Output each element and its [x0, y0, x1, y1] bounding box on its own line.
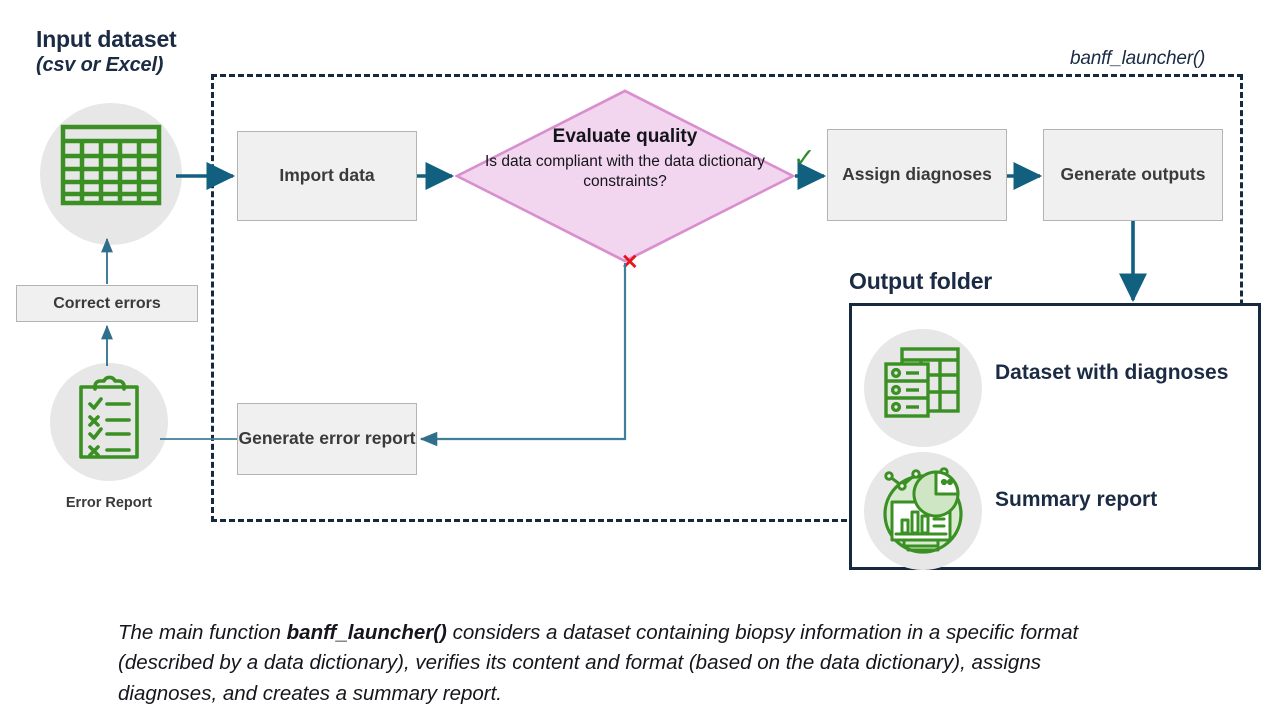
- table-grid-icon: [60, 124, 162, 206]
- decision-text-block: Evaluate quality Is data compliant with …: [479, 126, 771, 192]
- dataset-table-icon: [884, 347, 960, 418]
- error-report-circle: [50, 363, 168, 481]
- dataset-with-diagnoses-label: Dataset with diagnoses: [995, 361, 1229, 384]
- assign-diagnoses-node[interactable]: Assign diagnoses: [827, 129, 1007, 221]
- no-cross-icon: ✕: [621, 251, 639, 274]
- input-dataset-circle: [40, 103, 182, 245]
- yes-check-icon: ✓: [793, 143, 816, 173]
- dataset-with-diagnoses-circle: [864, 329, 982, 447]
- decision-question: Is data compliant with the data dictiona…: [484, 153, 765, 190]
- caption-lead: The main function: [118, 621, 287, 644]
- summary-chart-icon: [883, 467, 963, 554]
- import-data-node[interactable]: Import data: [237, 131, 417, 221]
- caption-rest: considers a dataset containing biopsy in…: [118, 621, 1079, 705]
- generate-error-report-node[interactable]: Generate error report: [237, 403, 417, 475]
- caption-function-name: banff_launcher(): [286, 621, 447, 644]
- figure-caption: The main function banff_launcher() consi…: [118, 618, 1128, 709]
- error-report-label: Error Report: [65, 495, 153, 511]
- decision-title: Evaluate quality: [552, 126, 698, 147]
- summary-report-circle: [864, 452, 982, 570]
- generate-outputs-node[interactable]: Generate outputs: [1043, 129, 1223, 221]
- summary-report-label: Summary report: [995, 488, 1158, 511]
- input-dataset-subtitle: (csv or Excel): [36, 54, 164, 76]
- banff-launcher-boundary: [211, 74, 1243, 522]
- clipboard-checklist-icon: [79, 375, 139, 459]
- evaluate-quality-decision[interactable]: Evaluate quality Is data compliant with …: [455, 89, 795, 263]
- banff-launcher-label: banff_launcher(): [1070, 48, 1206, 69]
- decision-diamond-outline: [455, 89, 795, 263]
- output-folder-title: Output folder: [849, 268, 993, 294]
- input-dataset-title: Input dataset: [36, 26, 177, 52]
- correct-errors-node[interactable]: Correct errors: [16, 285, 198, 322]
